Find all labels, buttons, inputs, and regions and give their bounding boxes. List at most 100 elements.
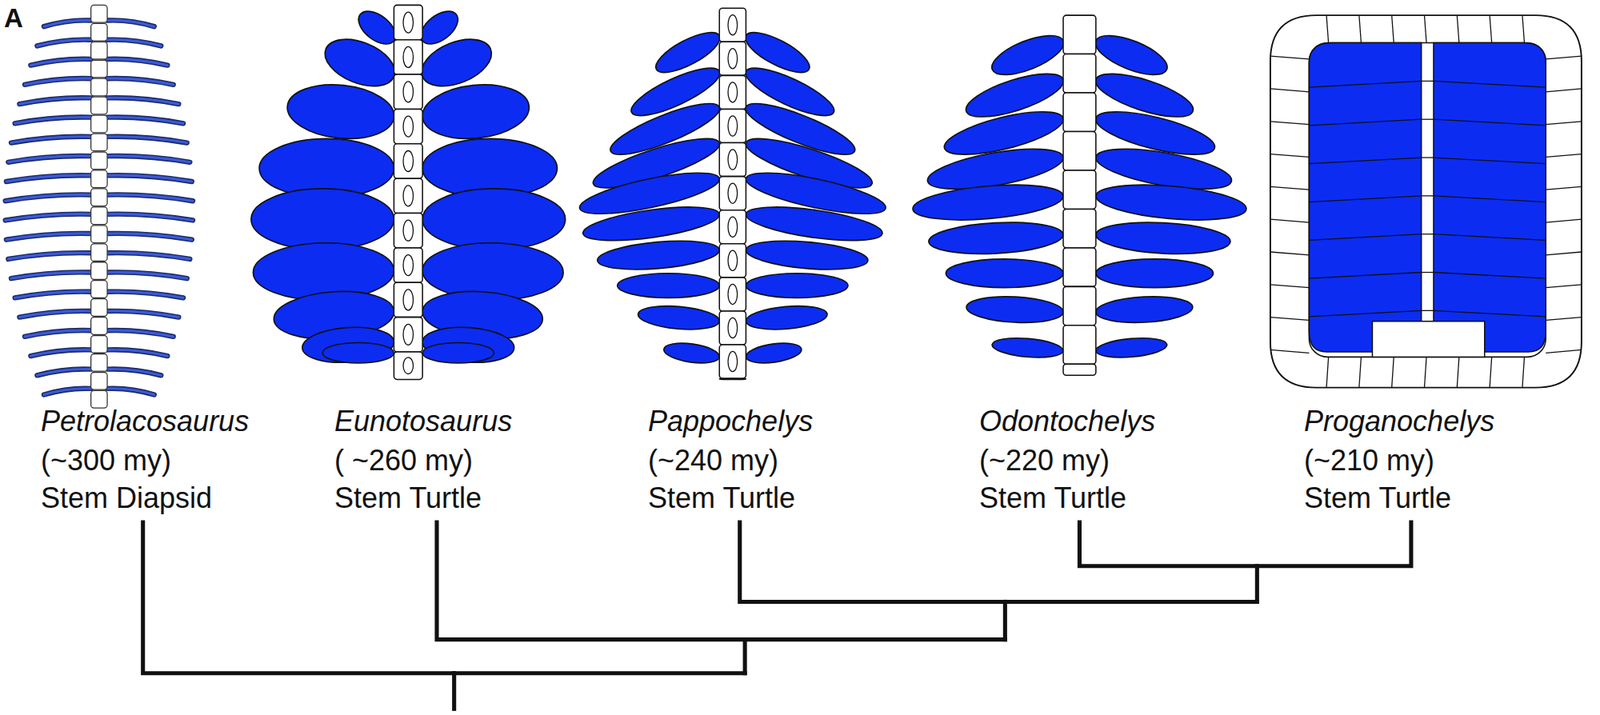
rib xyxy=(744,236,869,274)
clade-label: Stem Turtle xyxy=(1304,480,1452,516)
rib xyxy=(1094,180,1248,226)
clade-label: Stem Diapsid xyxy=(40,480,212,516)
rib xyxy=(15,117,92,124)
peripheral-suture xyxy=(1545,121,1582,125)
rib xyxy=(662,340,721,366)
vertebra xyxy=(393,144,423,179)
peripheral-suture xyxy=(1545,186,1582,190)
costal-suture xyxy=(1308,234,1421,241)
peripheral-suture xyxy=(1270,88,1309,92)
vertebra xyxy=(91,317,108,336)
rib xyxy=(744,200,884,248)
rib xyxy=(107,330,174,337)
vertebra xyxy=(719,108,746,143)
peripheral-suture xyxy=(1359,15,1362,43)
costal-suture xyxy=(1308,157,1421,164)
rib xyxy=(11,136,92,144)
peripheral-suture xyxy=(1270,284,1309,288)
rib xyxy=(580,200,721,248)
costal-suture xyxy=(1433,272,1546,280)
vertebra xyxy=(91,41,108,60)
rib xyxy=(107,78,174,85)
costal-suture xyxy=(1433,80,1546,88)
skeleton-drawings xyxy=(5,4,1582,408)
peripheral-suture xyxy=(1270,219,1309,223)
rib xyxy=(1095,219,1232,257)
rib xyxy=(617,273,720,299)
rib xyxy=(24,78,92,85)
vertebra xyxy=(91,96,108,115)
costal-suture xyxy=(1308,272,1421,280)
peripheral-suture xyxy=(1270,121,1309,125)
rib xyxy=(420,80,532,144)
neural-suture xyxy=(1421,195,1434,196)
peripheral-suture xyxy=(1270,56,1309,60)
tree-branch xyxy=(1255,566,1260,603)
peripheral-suture xyxy=(1270,186,1309,190)
neural-spine xyxy=(728,116,738,136)
rib xyxy=(107,20,155,27)
peripheral-suture xyxy=(1545,56,1582,60)
neural-spine xyxy=(403,289,413,311)
vertebra xyxy=(393,352,423,380)
rib xyxy=(30,349,91,356)
vertebra xyxy=(91,170,108,188)
peripheral-suture xyxy=(1326,356,1329,388)
peripheral-suture xyxy=(1359,356,1362,388)
age-label: (~300 my) xyxy=(40,443,172,478)
rib xyxy=(15,292,92,299)
rib xyxy=(30,59,91,66)
vertebra xyxy=(1063,15,1096,54)
rib xyxy=(1095,294,1194,325)
neural-spine xyxy=(403,357,413,375)
rib xyxy=(107,233,192,240)
vertebra xyxy=(91,262,108,280)
neural-spine xyxy=(728,82,738,103)
vertebra xyxy=(91,225,108,244)
costal-suture xyxy=(1433,234,1546,241)
costal-suture xyxy=(1308,310,1421,317)
rib xyxy=(107,194,193,201)
rib xyxy=(36,369,91,376)
rib xyxy=(107,40,161,47)
rib xyxy=(19,97,91,104)
vertebra xyxy=(91,354,108,372)
vertebra xyxy=(1063,92,1096,132)
vertebra xyxy=(393,4,423,40)
vertebra xyxy=(1063,286,1096,325)
rib xyxy=(300,324,396,366)
rib xyxy=(107,136,188,144)
rib xyxy=(107,349,168,356)
rib xyxy=(107,175,192,182)
rib xyxy=(107,214,193,221)
rib xyxy=(745,273,848,299)
pygal-region xyxy=(1372,321,1484,358)
vertebra xyxy=(91,78,108,96)
neural-spine xyxy=(728,317,738,338)
vertebra xyxy=(91,152,108,170)
rib xyxy=(636,303,720,333)
rib xyxy=(965,294,1064,325)
neural-spine xyxy=(403,150,413,172)
vertebra xyxy=(719,210,746,244)
peripheral-suture xyxy=(1545,88,1582,92)
peripheral-suture xyxy=(1456,356,1460,388)
rib xyxy=(19,97,91,104)
peripheral-suture xyxy=(1545,219,1582,223)
tree-branch xyxy=(740,522,1258,602)
peripheral-suture xyxy=(1489,15,1492,43)
peripheral-suture xyxy=(1270,154,1309,158)
rib xyxy=(284,80,397,144)
rib xyxy=(107,117,184,124)
rib xyxy=(30,59,91,66)
tree-branch xyxy=(1079,522,1411,567)
rib xyxy=(107,117,184,124)
peripheral-suture xyxy=(1522,15,1525,43)
costal-plates xyxy=(1433,43,1546,352)
costal-suture xyxy=(1433,157,1546,164)
clade-label: Stem Turtle xyxy=(979,480,1127,516)
vertebra xyxy=(91,115,108,133)
rib xyxy=(8,156,91,163)
rib xyxy=(107,40,161,47)
peripheral-suture xyxy=(1270,349,1309,353)
